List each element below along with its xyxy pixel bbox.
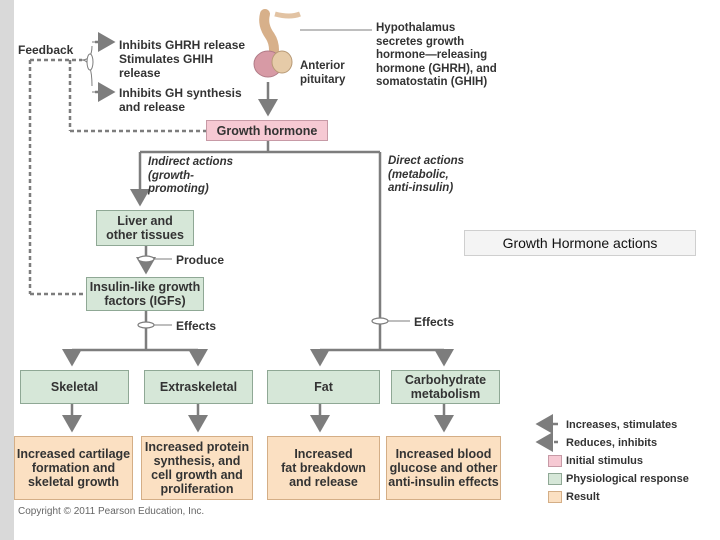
overlay-title: Growth Hormone actions — [464, 230, 696, 256]
feedback-inhibits-gh: Inhibits GH synthesis and release — [119, 86, 242, 114]
hypothalamus-note: Hypothalamus secretes growth hormone—rel… — [376, 22, 497, 88]
effects-left-label: Effects — [176, 319, 217, 333]
liver-box: Liver and other tissues — [96, 210, 194, 246]
legend-initial-swatch — [548, 455, 562, 467]
legend-result: Result — [566, 491, 600, 503]
target-carbohydrate: Carbohydrate metabolism — [391, 370, 500, 404]
legend-increases: Increases, stimulates — [566, 419, 678, 431]
igf-box: Insulin-like growth factors (IGFs) — [86, 277, 204, 311]
legend-initial: Initial stimulus — [566, 455, 644, 467]
direct-actions-label: Direct actions (metabolic, anti-insulin) — [388, 155, 465, 194]
legend-physiological-swatch — [548, 473, 562, 485]
result-fat: Increased fat breakdown and release — [267, 436, 380, 500]
legend-reduces: Reduces, inhibits — [566, 437, 658, 449]
growth-hormone-box: Growth hormone — [206, 120, 328, 141]
anterior-pituitary-label: Anterior pituitary — [300, 60, 346, 86]
indirect-actions-label: Indirect actions (growth- promoting) — [148, 156, 233, 195]
copyright-text: Copyright © 2011 Pearson Education, Inc. — [18, 506, 205, 517]
effects-right-label: Effects — [414, 315, 455, 329]
feedback-inhibits-ghrh: Inhibits GHRH release Stimulates GHIH re… — [119, 38, 246, 80]
pituitary-illustration — [253, 9, 301, 78]
result-carbohydrate: Increased blood glucose and other anti-i… — [386, 436, 501, 500]
target-extraskeletal: Extraskeletal — [144, 370, 253, 404]
result-extraskeletal: Increased protein synthesis, and cell gr… — [141, 436, 253, 500]
left-margin-strip — [0, 0, 14, 540]
feedback-label: Feedback — [18, 43, 74, 57]
target-fat: Fat — [267, 370, 380, 404]
legend-physiological: Physiological response — [566, 473, 689, 485]
result-skeletal: Increased cartilage formation and skelet… — [14, 436, 133, 500]
produce-label: Produce — [176, 253, 225, 267]
target-skeletal: Skeletal — [20, 370, 129, 404]
legend-result-swatch — [548, 491, 562, 503]
